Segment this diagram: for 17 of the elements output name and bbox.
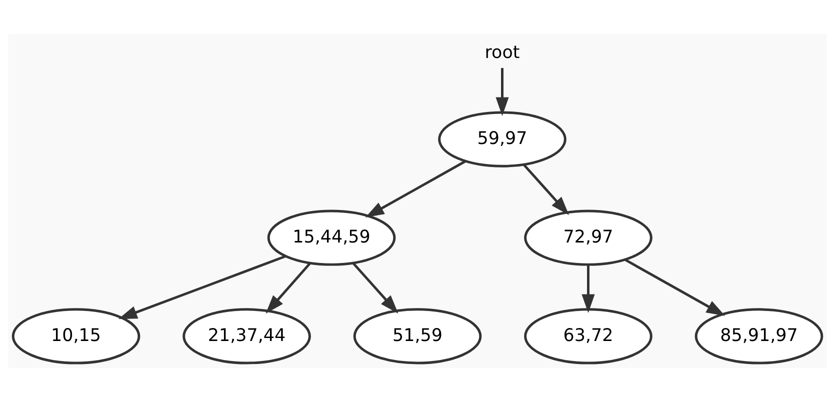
node-ellipse: 51,59 [353,308,482,364]
arrow [266,262,312,314]
arrow [352,262,398,314]
arrow [624,258,726,316]
node-ellipse: 59,97 [438,110,566,167]
node-ellipse: 72,97 [524,209,652,266]
node-ellipse: 85,91,97 [694,308,824,364]
node-ellipse: 15,44,59 [267,209,396,266]
arrow [582,264,595,312]
node-ellipse: 21,37,44 [182,308,311,364]
node-text: root [484,42,520,62]
arrow [118,254,286,319]
node-ellipse: 10,15 [12,308,140,364]
arrow [523,163,570,215]
node-ellipse: 63,72 [524,308,652,364]
arrow [496,67,509,116]
arrow [365,160,466,217]
